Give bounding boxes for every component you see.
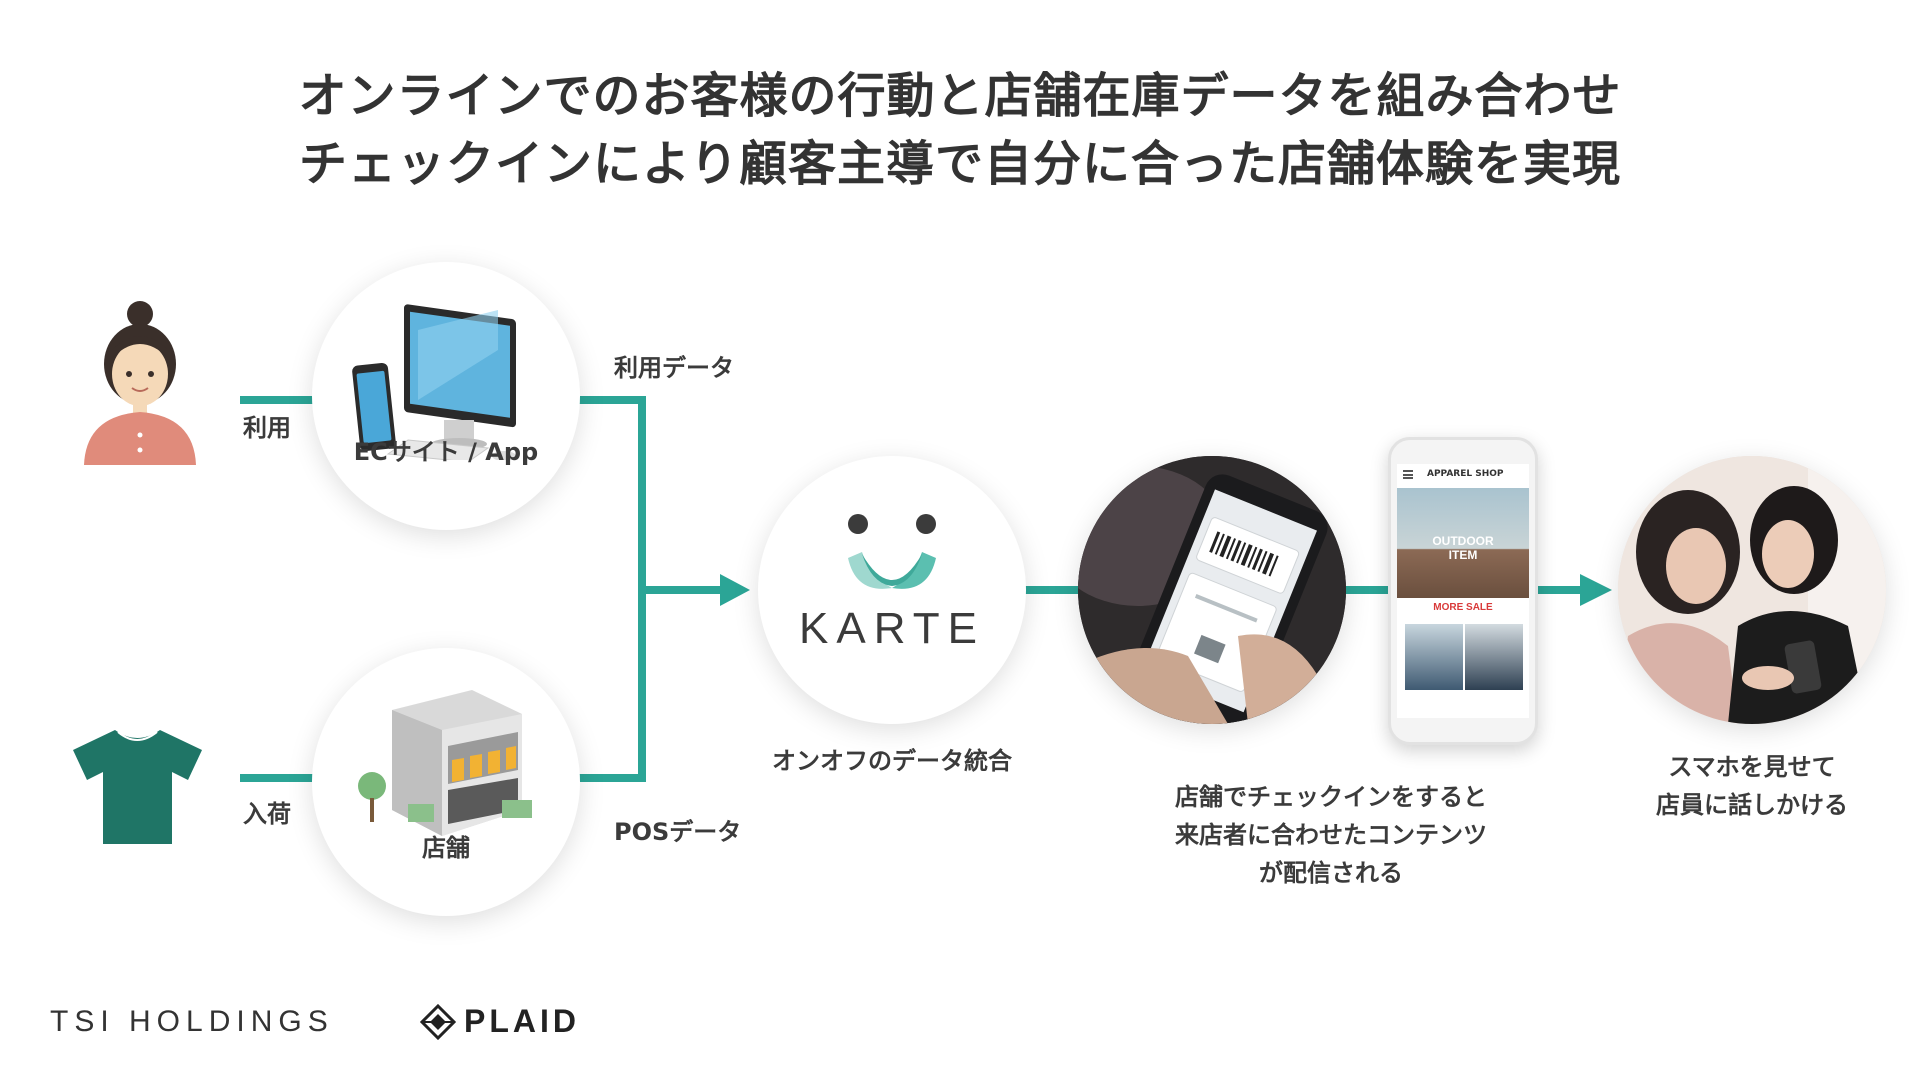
desktop-and-phone-icon [352, 304, 516, 460]
product-thumbnail-1 [1405, 624, 1463, 690]
staff-conversation-photo-node [1618, 456, 1886, 724]
sale-heading: MORE SALE [1433, 602, 1493, 613]
karte-node: KARTE [758, 456, 1026, 724]
customer-showing-phone-to-staff-image [1618, 456, 1886, 724]
tsi-holdings-logo: TSI HOLDINGS [50, 1005, 334, 1038]
plaid-logo: PLAID [464, 1003, 580, 1039]
ec-site-app-node: ECサイト / App [312, 262, 580, 530]
t-shirt-icon [73, 730, 202, 844]
karte-face-logo-icon [848, 514, 936, 589]
pos-data-label: POSデータ [614, 818, 742, 846]
hamburger-menu-icon [1403, 470, 1413, 479]
checkin-photo-node [1078, 456, 1346, 724]
app-shop-title: APPAREL SHOP [1427, 469, 1504, 479]
title-line-1: オンラインでのお客様の行動と店舗在庫データを組み合わせ [298, 68, 1622, 124]
plaid-mark-icon [420, 1004, 456, 1040]
smartphone-screen: APPAREL SHOP OUTDOOR ITEM MORE SALE [1397, 464, 1529, 718]
usage-data-label: 利用データ [614, 354, 734, 382]
store-label: 店舗 [422, 834, 470, 862]
product-thumbnail-2 [1465, 624, 1523, 690]
karte-caption: オンオフのデータ統合 [772, 747, 1012, 775]
customer-woman-icon [84, 301, 196, 465]
usage-data-connector [575, 396, 646, 782]
checkin-caption: 店舗でチェックインをすると 来店者に合わせたコンテンツ が配信される [1175, 783, 1487, 887]
product-edge-label: 入荷 [243, 800, 291, 828]
smartphone-content-mockup: APPAREL SHOP OUTDOOR ITEM MORE SALE [1388, 437, 1538, 745]
store-building-icon [358, 690, 532, 836]
title-line-2: チェックインにより顧客主導で自分に合った店舗体験を実現 [298, 136, 1622, 192]
arrow-head-karte [720, 574, 750, 606]
ec-site-app-label: ECサイト / App [353, 438, 539, 466]
customer-edge-label: 利用 [243, 414, 291, 442]
karte-wordmark: KARTE [799, 604, 985, 653]
app-header: APPAREL SHOP [1397, 464, 1529, 486]
hero-text: OUTDOOR ITEM [1432, 534, 1494, 562]
hand-holding-phone-image [1078, 456, 1346, 724]
talk-to-staff-caption: スマホを見せて 店員に話しかける [1656, 753, 1848, 819]
arrow-head-staff [1580, 574, 1612, 606]
hero-banner: OUTDOOR ITEM [1397, 488, 1529, 598]
store-node: 店舗 [312, 648, 580, 916]
